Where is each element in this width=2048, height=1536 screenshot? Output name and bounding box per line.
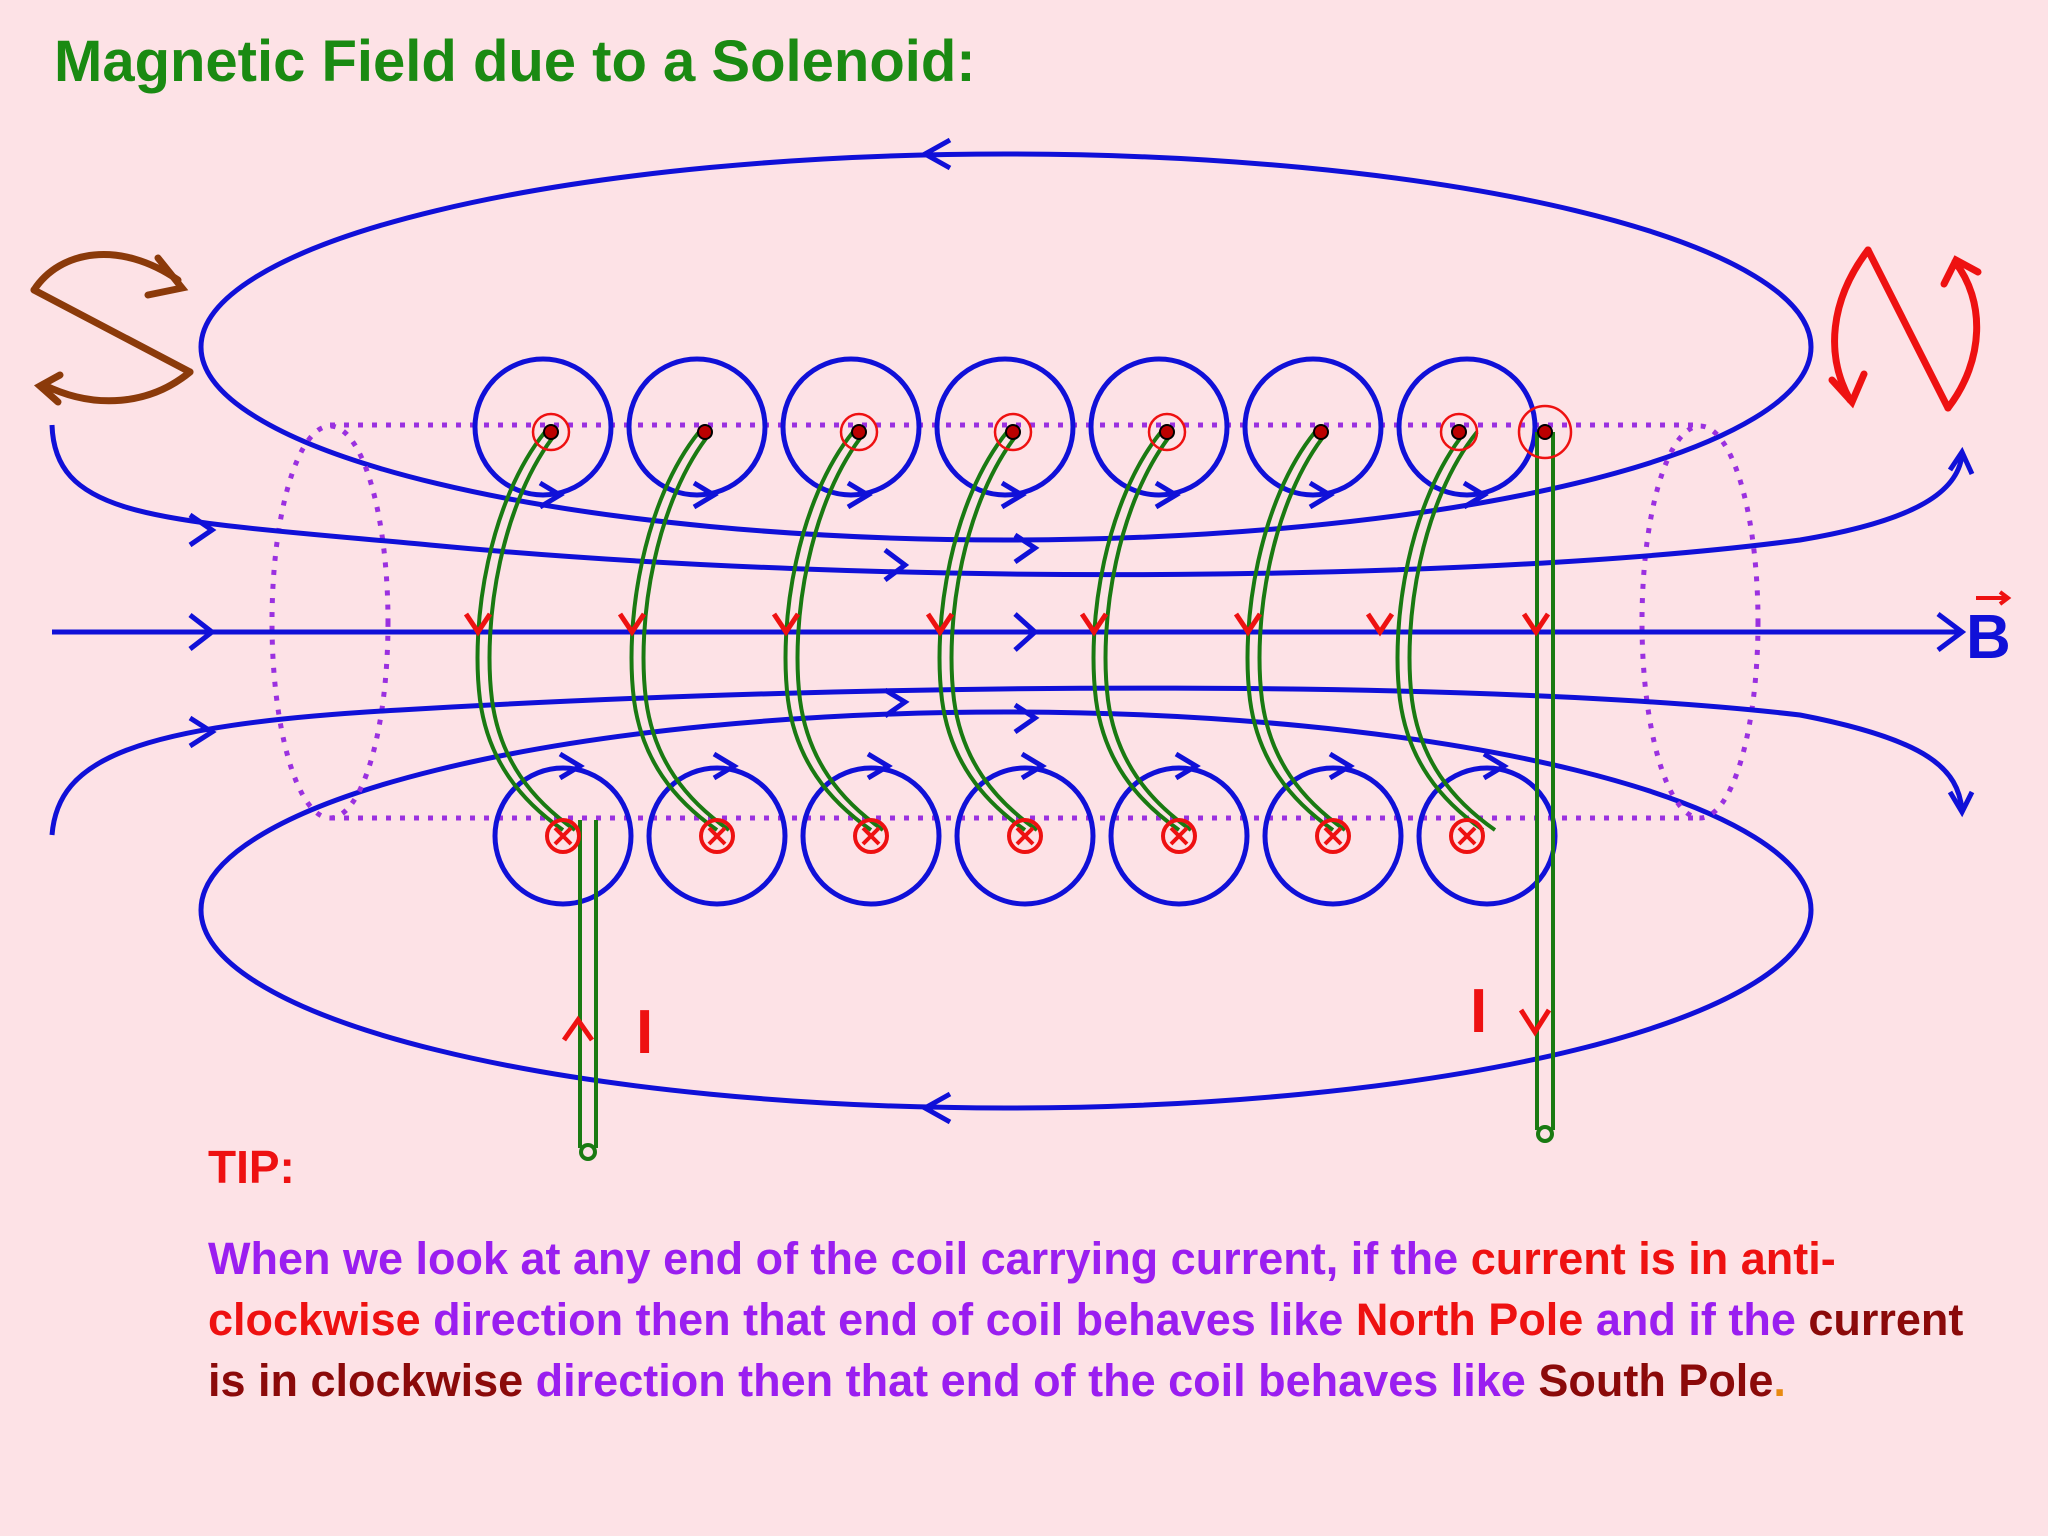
cross-into-page-icon: [545, 818, 1485, 854]
page-title: Magnetic Field due to a Solenoid:: [54, 29, 976, 94]
tip-segment-4: North Pole: [1355, 1294, 1584, 1345]
tip-segment-7: direction then that end of the coil beha…: [523, 1355, 1539, 1406]
dot-out-of-page-icon: [531, 404, 1573, 460]
left-terminal: [579, 1143, 597, 1161]
vector-arrow-icon: [1976, 590, 2012, 606]
arrow-upper-loop: [919, 137, 952, 171]
tip-label: TIP:: [208, 1141, 295, 1193]
coil-windings: [475, 430, 1555, 1161]
clockwise-arrow-icon: [30, 251, 194, 406]
current-label-left: I: [636, 998, 653, 1067]
current-label-right: I: [1470, 977, 1487, 1046]
tip-segment-3: direction then that end of coil behaves …: [420, 1294, 1356, 1345]
tip-segment-2: current is in anti-clockwise: [208, 1233, 1836, 1345]
tip-text: When we look at any end of the coil carr…: [208, 1228, 2008, 1411]
upper-field-line: [49, 424, 1965, 578]
arrow-lower-loop: [919, 1091, 952, 1125]
lower-field-line: [49, 685, 1965, 836]
tip-segment-8: South Pole: [1538, 1355, 1774, 1406]
left-lead-current-arrow: [561, 1015, 595, 1042]
field-label: B: [1966, 603, 2011, 672]
right-lead-current-arrow: [1518, 1008, 1552, 1037]
outer-field-loops: [198, 137, 1814, 1125]
upper-return-loop: [198, 151, 1814, 543]
right-terminal: [1536, 1125, 1554, 1143]
lower-return-loop: [198, 709, 1814, 1111]
tip-segment-5: and if the: [1583, 1294, 1809, 1345]
anticlockwise-arrow-icon: [1828, 246, 1982, 412]
internal-field-lines: [49, 424, 1975, 836]
current-arrows: [463, 612, 1552, 1042]
bottom-field-circles: [492, 751, 1558, 907]
tip-segment-9: .: [1773, 1355, 1786, 1406]
tip-segment-1: When we look at any end of the coil carr…: [208, 1233, 1471, 1284]
top-field-circles: [472, 356, 1538, 510]
tip-segment-6: current is in clockwise: [208, 1294, 1964, 1406]
